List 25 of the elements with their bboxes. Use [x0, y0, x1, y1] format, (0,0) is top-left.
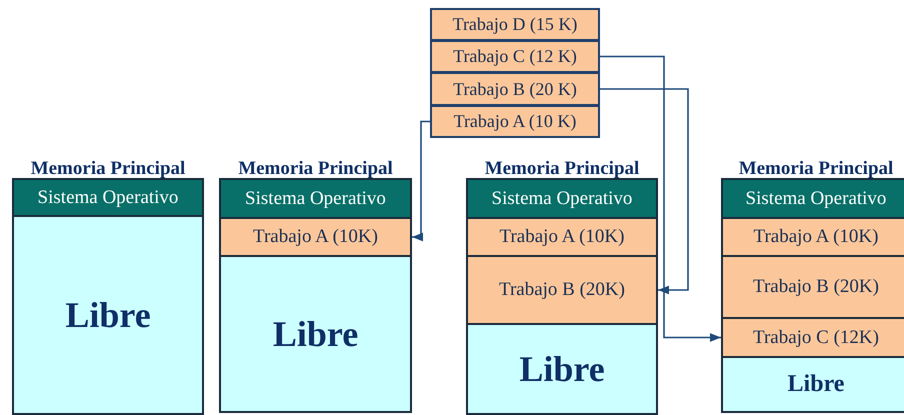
job-segment: Trabajo A (10K): [721, 217, 904, 257]
job-queue-cell: Trabajo A (10 K): [430, 105, 600, 138]
os-segment: Sistema Operativo: [721, 178, 904, 219]
job-queue-cell: Trabajo D (15 K): [430, 8, 600, 41]
job-queue-cell: Trabajo C (12 K): [430, 40, 600, 73]
arrow: [412, 120, 430, 242]
os-segment: Sistema Operativo: [466, 178, 658, 219]
memory-heading: Memoria Principal: [237, 158, 394, 180]
free-memory-segment: Libre: [219, 255, 412, 413]
arrow: [600, 56, 721, 342]
job-segment: Trabajo B (20K): [466, 255, 658, 325]
job-queue-cell: Trabajo B (20 K): [430, 72, 600, 106]
free-memory-segment: Libre: [721, 356, 904, 413]
free-memory-segment: Libre: [466, 323, 658, 415]
job-segment: Trabajo A (10K): [219, 217, 412, 257]
job-segment: Trabajo A (10K): [466, 217, 658, 257]
arrow: [600, 88, 689, 294]
job-segment: Trabajo B (20K): [721, 255, 904, 319]
os-segment: Sistema Operativo: [12, 178, 204, 217]
memory-heading: Memoria Principal: [30, 158, 186, 180]
os-segment: Sistema Operativo: [219, 178, 412, 219]
free-memory-segment: Libre: [12, 215, 204, 415]
job-segment: Trabajo C (12K): [721, 317, 904, 358]
memory-heading: Memoria Principal: [738, 158, 894, 180]
memory-heading: Memoria Principal: [484, 158, 640, 180]
